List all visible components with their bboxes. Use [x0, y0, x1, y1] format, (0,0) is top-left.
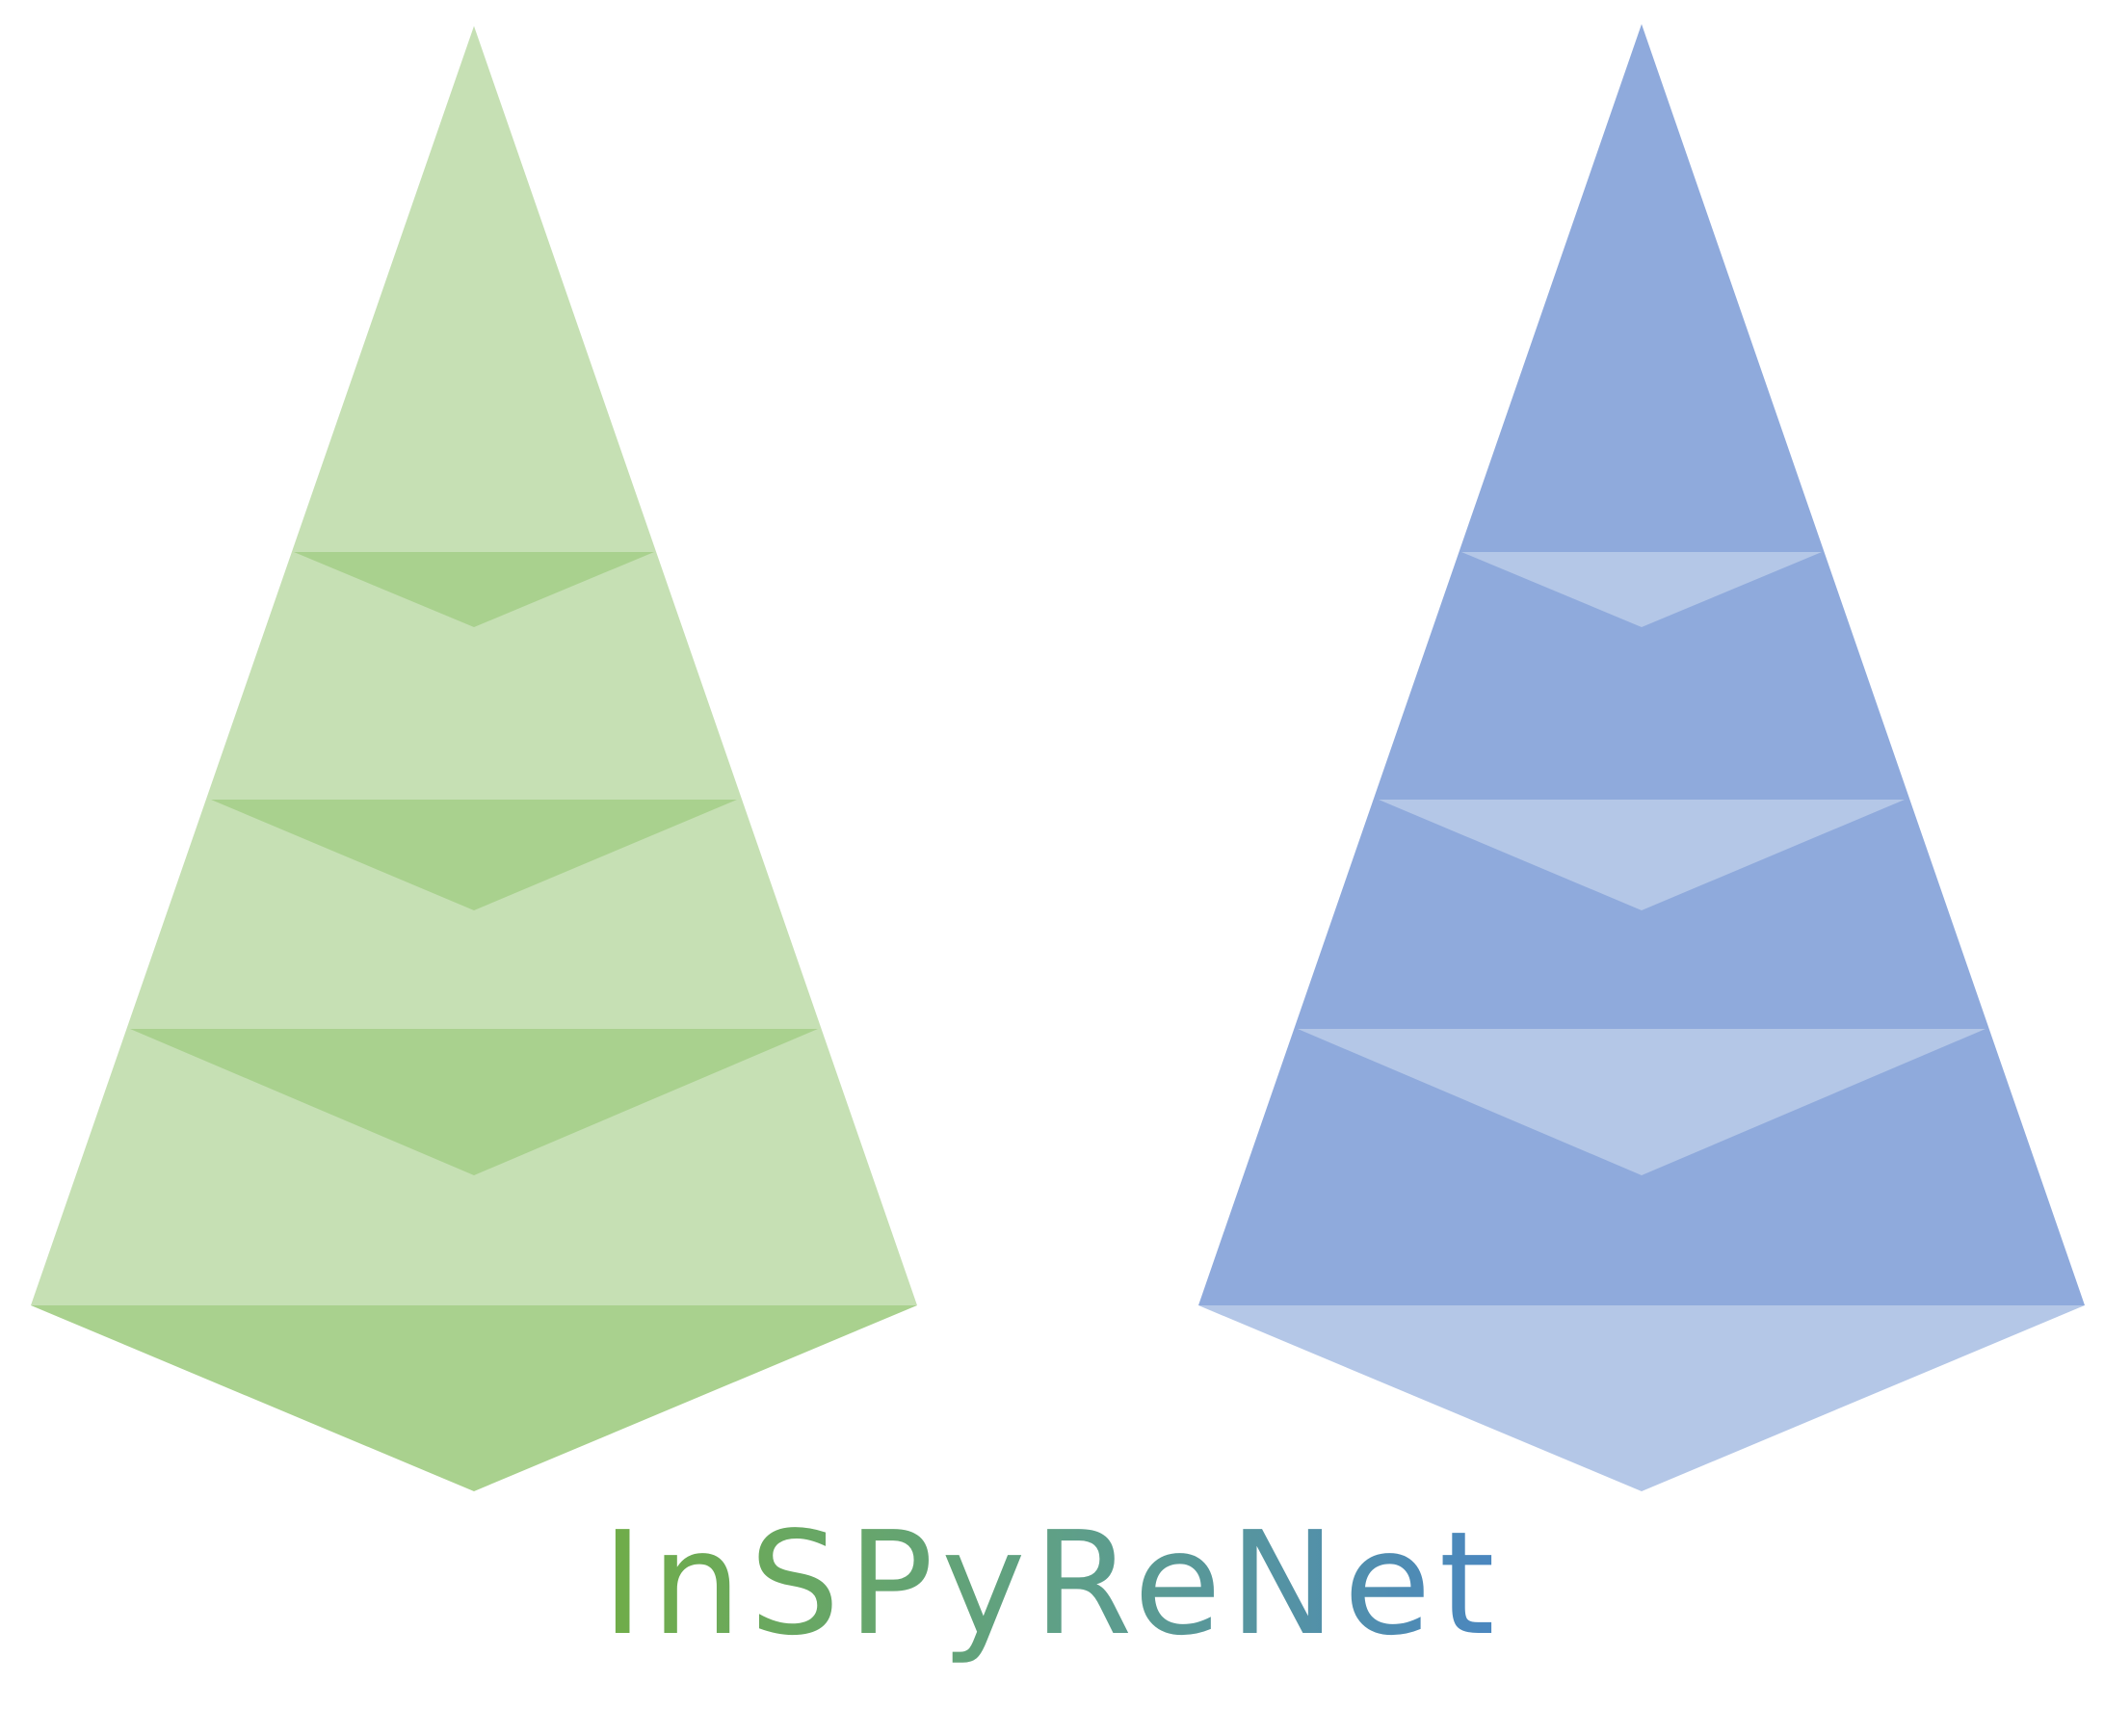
- wordmark-text: InSPyReNet: [601, 1501, 1503, 1667]
- blue-pyramid-level-arrow: [1298, 1029, 1986, 1175]
- green-pyramid: [31, 26, 917, 1491]
- green-pyramid-body: [31, 26, 917, 1305]
- blue-pyramid-level-arrow: [1461, 552, 1822, 627]
- green-pyramid-level-arrow: [130, 1029, 818, 1175]
- green-pyramid-level-arrow: [294, 552, 654, 627]
- logo-wordmark: InSPyReNet: [0, 1512, 2104, 1655]
- blue-pyramid-body: [1198, 24, 2085, 1305]
- blue-pyramid-level-arrow: [1379, 800, 1905, 910]
- green-pyramid-level-arrow: [211, 800, 737, 910]
- blue-pyramid: [1198, 24, 2085, 1491]
- blue-pyramid-base-arrow: [1198, 1305, 2085, 1491]
- green-pyramid-base-arrow: [31, 1305, 917, 1491]
